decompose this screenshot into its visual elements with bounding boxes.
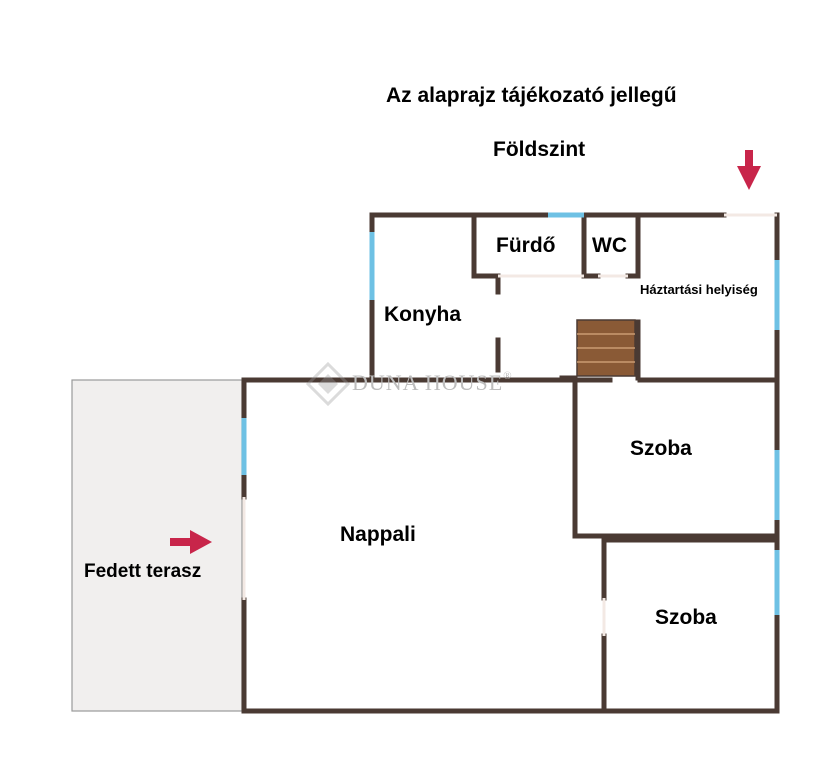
stairs — [576, 319, 636, 377]
room-label-nappali: Nappali — [340, 523, 416, 546]
page-title: Az alaprajz tájékozató jellegű — [386, 84, 677, 107]
room-label-wc: WC — [592, 234, 627, 257]
room-label-haztartasi: Háztartási helyiség — [640, 282, 758, 297]
watermark-brand: DUNA HOUSE — [352, 370, 504, 395]
doors — [242, 213, 777, 636]
room-label-konyha: Konyha — [384, 303, 462, 326]
room-label-terasz: Fedett terasz — [84, 561, 202, 582]
windows — [241, 212, 780, 615]
watermark-mark: ® — [503, 370, 513, 382]
floor-title: Földszint — [493, 138, 586, 161]
arrow-down-icon — [737, 150, 761, 190]
arrow-right-icon — [170, 530, 212, 554]
room-label-szoba-1: Szoba — [630, 437, 692, 460]
terrace-area — [71, 379, 243, 712]
room-label-szoba-2: Szoba — [655, 606, 717, 629]
diamond-logo-icon — [305, 361, 351, 407]
room-label-furdo: Fürdő — [496, 234, 556, 257]
walls — [241, 212, 780, 714]
watermark: DUNA HOUSE® — [352, 370, 513, 396]
